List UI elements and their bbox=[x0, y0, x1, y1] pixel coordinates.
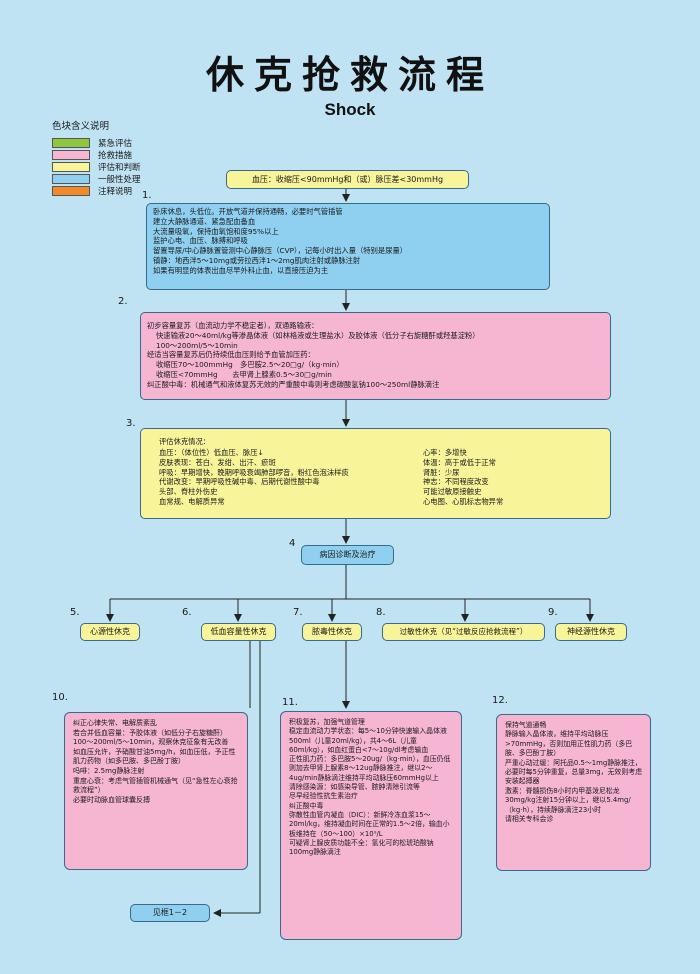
assessment-item: 头部、脊柱外伤史 bbox=[159, 487, 218, 497]
legend-item-assess: 评估和判断 bbox=[52, 161, 141, 173]
assessment-item: 皮肤表现：苍白、发绀、出汗、瘀斑 bbox=[159, 457, 276, 467]
assessment-item: 神志：不同程度改变 bbox=[423, 477, 489, 487]
step-number-11: 11. bbox=[282, 697, 298, 708]
legend-label: 一般性处理 bbox=[98, 174, 141, 185]
assessment-header: 评估休克情况： bbox=[159, 437, 211, 446]
anaphylactic-shock-box: 过敏性休克（见“过敏反应抢救流程”） bbox=[382, 623, 545, 641]
step-number-10: 10. bbox=[52, 692, 68, 703]
septic-treatment-box: 积极复苏，加强气道管理 稳定血流动力学状态：每5～10分钟快速输入晶体液500m… bbox=[280, 711, 462, 940]
treatment-item: 吗啡：2.5mg静脉注射 bbox=[73, 766, 145, 775]
care-item: 建立大静脉通道、紧急配血备血 bbox=[153, 216, 256, 226]
resus-item: 100～200ml/5～10min bbox=[156, 340, 238, 350]
treatment-item: 若合并低血容量：予胶体液（如低分子右旋糖酐）100～200ml/5～10min，… bbox=[73, 728, 229, 747]
treatment-item: 清除感染源：如感染导管、脓肿清除引流等 bbox=[289, 783, 420, 792]
legend-swatch bbox=[52, 137, 90, 148]
septic-shock-box: 脓毒性休克 bbox=[302, 623, 362, 641]
care-item: 留置导尿/中心静脉置管测中心静脉压（CVP），记每小时出入量（特别是尿量） bbox=[153, 246, 408, 256]
treatment-item: 尽早经验性抗生素治疗 bbox=[289, 792, 358, 801]
treatment-item: 激素：脊髓损伤8小时内甲基泼尼松龙30mg/kg注射15分钟以上，继以5.4mg… bbox=[505, 786, 631, 814]
legend-label: 注释说明 bbox=[98, 186, 133, 197]
resus-item: 经适当容量复苏后仍持续低血压则给予血管加压药： bbox=[147, 350, 315, 360]
assessment-item: 肾脏：少尿 bbox=[423, 467, 460, 477]
legend-item-note: 注释说明 bbox=[52, 185, 133, 197]
general-care-box: 卧床休息，头低位。开放气道并保持通畅，必要时气管插管 建立大静脉通道、紧急配血备… bbox=[146, 203, 550, 290]
assessment-item: 呼吸：早期增快，晚期呼吸衰竭肺部啰音，粉红色泡沫样痰 bbox=[159, 467, 349, 477]
step-number-6: 6. bbox=[182, 607, 192, 618]
treatment-item: 正性肌力药：多巴胺5～20ug/（kg·min），血压仍低则加去甲肾上腺素8～1… bbox=[289, 755, 451, 782]
step-number-9: 9. bbox=[548, 607, 558, 618]
cardiogenic-shock-box: 心源性休克 bbox=[80, 623, 140, 641]
neurogenic-treatment-box: 保持气道通畅 静脉输入晶体液，维持平均动脉压>70mmHg，否则加用正性肌力药（… bbox=[496, 714, 651, 871]
treatment-item: 请相关专科会诊 bbox=[505, 815, 554, 824]
step-number-8: 8. bbox=[376, 607, 386, 618]
treatment-item: 如血压允许，予硝酸甘油5mg/h，如血压低，予正性肌力药物（如多巴胺、多巴酚丁胺… bbox=[73, 747, 236, 766]
care-item: 如果有明显的体表出血尽早外科止血，以直接压迫为主 bbox=[153, 265, 329, 275]
treatment-item: 保持气道通畅 bbox=[505, 721, 547, 729]
assessment-item: 体温：高于或低于正常 bbox=[423, 457, 496, 467]
treatment-item: 可疑肾上腺皮质功能不全：氢化可的松琥珀酸钠100mg静脉滴注 bbox=[289, 838, 434, 857]
resus-item: 初步容量复苏（血流动力学不稳定者），双通路输液： bbox=[147, 321, 319, 330]
treatment-item: 纠正心律失常、电解质紊乱 bbox=[73, 719, 157, 727]
step-number-1: 1. bbox=[142, 190, 152, 201]
page-title: 休克抢救流程 bbox=[205, 53, 494, 97]
assessment-item: 心率：多增快 bbox=[423, 448, 467, 457]
resus-item: 快速输液20～40ml/kg等渗晶体液（如林格液或生理盐水）及胶体液（低分子右旋… bbox=[156, 330, 480, 340]
cardiogenic-treatment-box: 纠正心律失常、电解质紊乱 若合并低血容量：予胶体液（如低分子右旋糖酐）100～2… bbox=[64, 712, 248, 870]
assessment-item: 血常规、电解质异常 bbox=[159, 496, 225, 506]
legend-swatch bbox=[52, 173, 90, 184]
step-number-12: 12. bbox=[492, 695, 508, 706]
step-number-5: 5. bbox=[70, 607, 80, 618]
step-number-2: 2. bbox=[118, 296, 128, 307]
legend-label: 紧急评估 bbox=[98, 138, 133, 149]
resus-item: 收缩压<70mmHg 去甲肾上腺素0.5～30□g/min bbox=[156, 369, 332, 379]
step-number-7: 7. bbox=[293, 607, 303, 618]
treatment-item: 稳定血流动力学状态：每5～10分钟快速输入晶体液500ml（儿童20ml/kg）… bbox=[289, 727, 447, 754]
step-number-3: 3. bbox=[126, 418, 136, 429]
treatment-item: 静脉输入晶体液，维持平均动脉压>70mmHg，否则加用正性肌力药（多巴胺、多巴酚… bbox=[505, 730, 633, 758]
legend-item-emergency: 紧急评估 bbox=[52, 137, 133, 149]
volume-resuscitation-box: 初步容量复苏（血流动力学不稳定者），双通路输液： 快速输液20～40ml/kg等… bbox=[140, 312, 611, 400]
neurogenic-shock-box: 神经源性休克 bbox=[555, 623, 627, 641]
care-item: 监护心电、血压、脉搏和呼吸 bbox=[153, 236, 248, 246]
legend-item-general: 一般性处理 bbox=[52, 173, 141, 185]
assessment-item: 可能过敏原接触史 bbox=[423, 487, 482, 497]
legend-label: 评估和判断 bbox=[98, 162, 141, 173]
bp-criteria-box: 血压：收缩压<90mmHg和（或）脉压差<30mmHg bbox=[226, 170, 469, 189]
legend-swatch bbox=[52, 149, 90, 160]
page-subtitle: Shock bbox=[324, 100, 376, 119]
step-number-4: 4 bbox=[289, 538, 296, 549]
etiology-box: 病因诊断及治疗 bbox=[301, 545, 394, 565]
legend-swatch bbox=[52, 185, 90, 196]
legend-title: 色块含义说明 bbox=[52, 121, 110, 132]
assessment-box: 评估休克情况： 血压：（体位性）低血压、脉压↓ 皮肤表现：苍白、发绀、出汗、瘀斑… bbox=[140, 428, 611, 519]
treatment-item: 弥散性血管内凝血（DIC）：新鲜冷冻血浆15～20ml/kg，维持凝血时间在正常… bbox=[289, 810, 450, 838]
hypovolemic-shock-box: 低血容量性休克 bbox=[201, 623, 276, 641]
assessment-right-column: 心率：多增快 体温：高于或低于正常 肾脏：少尿 神志：不同程度改变 可能过敏原接… bbox=[423, 448, 603, 507]
resus-item: 收缩压70～100mmHg 多巴胺2.5～20□g/（kg·min） bbox=[156, 360, 344, 370]
treatment-item: 积极复苏，加强气道管理 bbox=[289, 718, 365, 726]
assessment-left-column: 血压：（体位性）低血压、脉压↓ 皮肤表现：苍白、发绀、出汗、瘀斑 呼吸：早期增快… bbox=[159, 448, 419, 507]
see-box-1-2: 见框1－2 bbox=[130, 904, 210, 922]
legend-item-rescue: 抢救措施 bbox=[52, 149, 133, 161]
treatment-item: 必要时动脉血管球囊反搏 bbox=[73, 795, 150, 804]
care-item: 大流量吸氧，保持血氧饱和度95%以上 bbox=[153, 226, 279, 236]
treatment-item: 重度心衰：考虑气管插管机械通气（见“急性左心衰抢救流程”） bbox=[73, 776, 238, 795]
resus-item: 纠正酸中毒：机械通气和液体复苏无效的严重酸中毒则考虑碳酸氢钠100～250ml静… bbox=[147, 379, 440, 389]
legend-swatch bbox=[52, 161, 90, 172]
treatment-item: 纠正酸中毒 bbox=[289, 801, 324, 810]
care-item: 镇静：地西泮5～10mg或劳拉西泮1～2mg肌肉注射或静脉注射 bbox=[153, 255, 361, 265]
assessment-item: 心电图、心肌标志物异常 bbox=[423, 496, 504, 506]
treatment-item: 严重心动过缓：阿托品0.5～1mg静脉推注，必要时每5分钟重复，总量3mg，无效… bbox=[505, 758, 642, 786]
assessment-item: 血压：（体位性）低血压、脉压↓ bbox=[159, 448, 264, 457]
assessment-item: 代谢改变：早期呼吸性碱中毒、后期代谢性酸中毒 bbox=[159, 477, 320, 487]
legend-label: 抢救措施 bbox=[98, 150, 133, 161]
care-item: 卧床休息，头低位。开放气道并保持通畅，必要时气管插管 bbox=[153, 207, 343, 216]
